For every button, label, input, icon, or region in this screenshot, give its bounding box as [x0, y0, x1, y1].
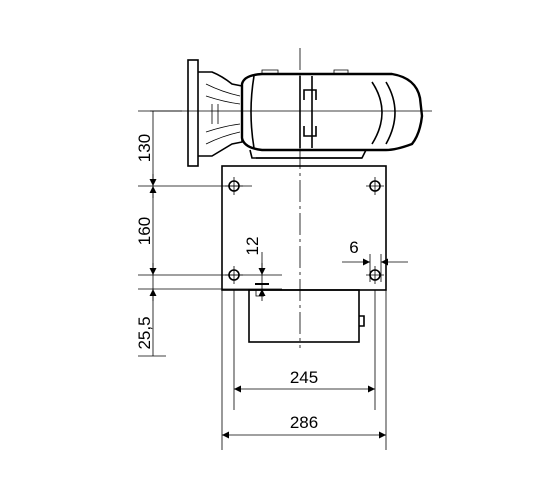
dimension-label-130: 130 [135, 134, 154, 162]
dimension-label-25-5: 25,5 [135, 316, 154, 349]
mounting-holes [225, 177, 384, 284]
width-dimension-245 [233, 290, 376, 410]
dimension-label-160: 160 [135, 217, 154, 245]
hole-offset-dimension-6 [342, 254, 408, 282]
dimension-label-6: 6 [349, 238, 358, 257]
motor-adapter [198, 71, 243, 157]
dimension-label-245: 245 [290, 368, 318, 387]
motor-flange [187, 59, 199, 167]
mounting-plate [221, 165, 387, 343]
dimension-label-286: 286 [290, 413, 318, 432]
width-dimension-286 [221, 290, 387, 450]
motor-body [240, 72, 424, 152]
dimension-label-12: 12 [243, 237, 262, 256]
lower-housing [248, 289, 360, 343]
gear-motor [150, 59, 432, 167]
hole-offset-dimension-12 [255, 252, 269, 301]
vertical-dimension-chain [138, 110, 282, 357]
mounting-hole-top-right [366, 177, 384, 195]
